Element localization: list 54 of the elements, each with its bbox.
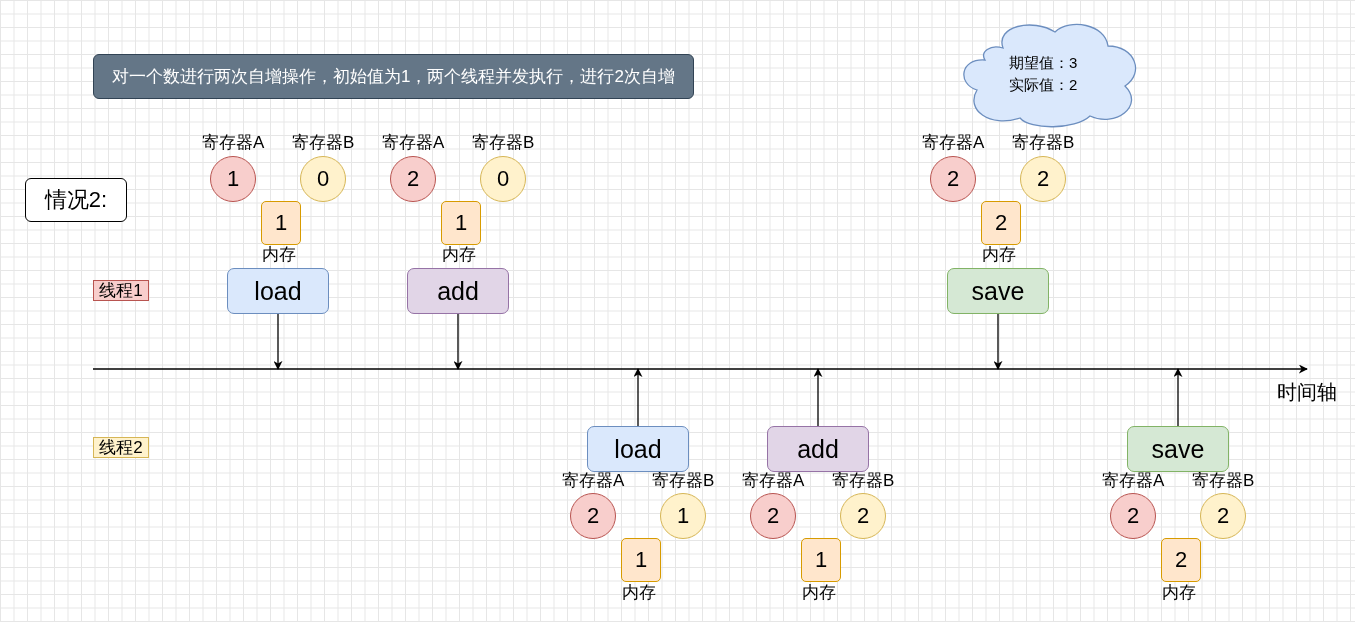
register-circle: 2: [930, 156, 976, 202]
operation-box: save: [947, 268, 1049, 314]
arrow: [633, 368, 643, 427]
memory-label: 内存: [802, 583, 836, 603]
operation-box: add: [767, 426, 869, 472]
register-label: 寄存器A: [742, 471, 805, 491]
register-label: 寄存器B: [1012, 133, 1075, 153]
title-box: 对一个数进行两次自增操作，初始值为1，两个线程并发执行，进行2次自增: [93, 54, 694, 99]
arrow: [813, 368, 823, 427]
memory-label: 内存: [262, 245, 296, 265]
memory-label: 内存: [442, 245, 476, 265]
arrow: [993, 313, 1003, 370]
register-label: 寄存器A: [922, 133, 985, 153]
operation-box: load: [587, 426, 689, 472]
register-label: 寄存器A: [382, 133, 445, 153]
operation-box: add: [407, 268, 509, 314]
thread-label: 线程1: [93, 280, 149, 301]
operation-box: load: [227, 268, 329, 314]
memory-box: 1: [441, 201, 481, 245]
arrow: [453, 313, 463, 370]
register-circle: 0: [480, 156, 526, 202]
register-label: 寄存器B: [652, 471, 715, 491]
memory-label: 内存: [622, 583, 656, 603]
register-label: 寄存器B: [292, 133, 355, 153]
cloud-text: 期望值：3 实际值：2: [1009, 53, 1079, 95]
register-circle: 2: [750, 493, 796, 539]
register-circle: 2: [840, 493, 886, 539]
register-circle: 2: [1200, 493, 1246, 539]
memory-label: 内存: [1162, 583, 1196, 603]
memory-box: 2: [981, 201, 1021, 245]
axis-label: 时间轴: [1277, 380, 1337, 404]
case-box: 情况2:: [25, 178, 127, 222]
register-circle: 1: [210, 156, 256, 202]
register-circle: 0: [300, 156, 346, 202]
arrow: [273, 313, 283, 370]
register-circle: 2: [390, 156, 436, 202]
register-label: 寄存器B: [1192, 471, 1255, 491]
operation-box: save: [1127, 426, 1229, 472]
memory-box: 1: [801, 538, 841, 582]
memory-box: 1: [261, 201, 301, 245]
arrow: [1173, 368, 1183, 427]
register-circle: 2: [570, 493, 616, 539]
register-circle: 1: [660, 493, 706, 539]
register-label: 寄存器B: [472, 133, 535, 153]
register-label: 寄存器A: [1102, 471, 1165, 491]
register-label: 寄存器A: [562, 471, 625, 491]
register-label: 寄存器A: [202, 133, 265, 153]
register-circle: 2: [1020, 156, 1066, 202]
register-label: 寄存器B: [832, 471, 895, 491]
thread-label: 线程2: [93, 437, 149, 458]
memory-box: 1: [621, 538, 661, 582]
memory-box: 2: [1161, 538, 1201, 582]
memory-label: 内存: [982, 245, 1016, 265]
register-circle: 2: [1110, 493, 1156, 539]
